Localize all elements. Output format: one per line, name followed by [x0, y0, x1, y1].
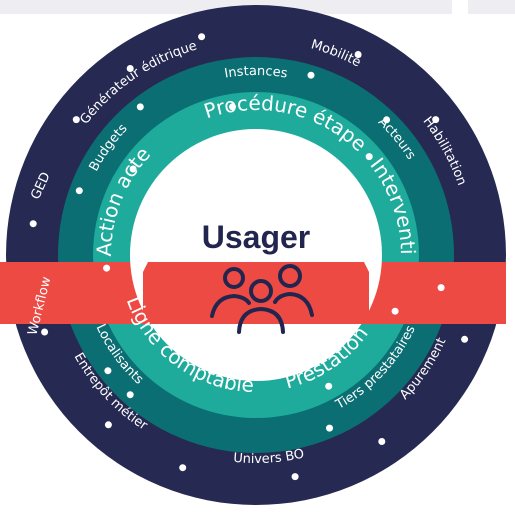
bullet-dot — [391, 307, 399, 315]
bullet-dot — [461, 335, 469, 343]
bullet-dot — [378, 438, 386, 445]
bullet-dot — [326, 424, 333, 432]
bullet-dot — [291, 473, 299, 481]
center-band-inner — [143, 262, 369, 324]
bullet-dot — [432, 116, 440, 124]
bullet-dot — [325, 382, 333, 390]
bullet-dot — [437, 284, 445, 292]
bullet-dot — [136, 103, 144, 111]
bullet-dot — [307, 71, 315, 79]
bullet-dot — [126, 391, 134, 399]
bullet-dot — [41, 328, 49, 336]
bullet-dot — [29, 220, 37, 228]
bullet-dot — [365, 153, 373, 161]
bullet-dot — [104, 367, 112, 375]
bullet-dot — [383, 116, 391, 124]
top-bar-right — [468, 0, 515, 14]
bullet-dot — [103, 264, 111, 272]
bullet-dot — [179, 464, 187, 472]
users-group-icon — [210, 264, 314, 334]
bullet-dot — [229, 103, 236, 111]
middle-label-instances: Instances — [223, 64, 288, 82]
center-title: Usager — [202, 219, 311, 255]
bullet-dot — [126, 65, 134, 72]
bullet-dot — [129, 165, 137, 173]
bullet-dot — [72, 116, 80, 124]
bullet-dot — [198, 33, 206, 41]
bullet-dot — [354, 51, 362, 58]
bullet-dot — [104, 421, 112, 429]
bullet-dot — [75, 187, 83, 195]
